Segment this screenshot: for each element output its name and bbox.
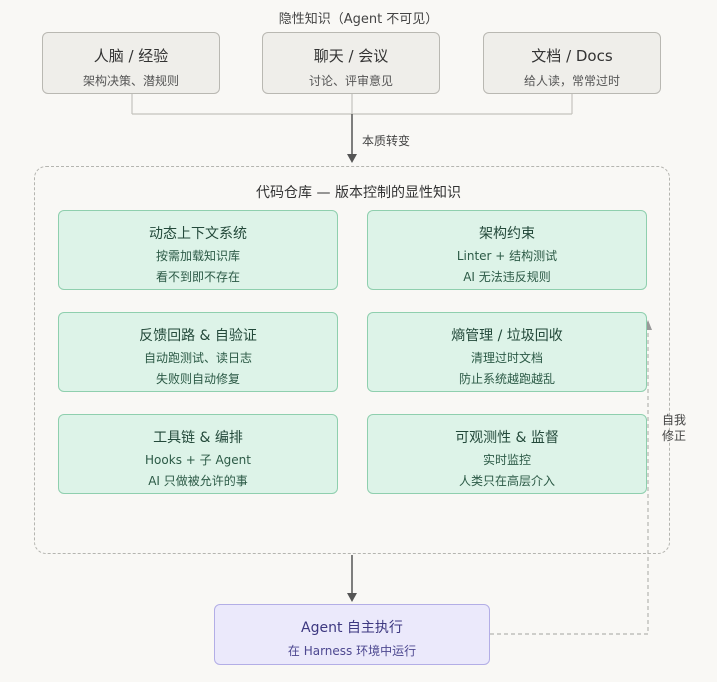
card-line: 人类只在高层介入 — [458, 474, 555, 488]
agent-box: Agent 自主执行 在 Harness 环境中运行 — [214, 604, 490, 665]
card-title: 反馈回路 & 自验证 — [139, 328, 257, 344]
feedback-line — [490, 326, 649, 635]
transition-label: 本质转变 — [362, 134, 411, 148]
source-box-chat: 聊天 / 会议 讨论、评审意见 — [262, 32, 440, 94]
card-line: AI 无法违反规则 — [463, 270, 551, 284]
source-subtitle: 架构决策、潜规则 — [82, 74, 179, 88]
repo-container — [34, 166, 670, 554]
card-line: Hooks + 子 Agent — [145, 453, 251, 467]
repo-title: 代码仓库 — 版本控制的显性知识 — [256, 185, 461, 201]
card-feedback-loop: 反馈回路 & 自验证 自动跑测试、读日志 失败则自动修复 — [58, 312, 338, 392]
tacit-knowledge-label: 隐性知识（Agent 不可见） — [278, 12, 439, 27]
self-correction-label: 自我修正 — [662, 413, 687, 443]
agent-title: Agent 自主执行 — [301, 620, 403, 636]
agent-subtitle: 在 Harness 环境中运行 — [287, 644, 417, 658]
card-line: 防止系统越跑越乱 — [458, 372, 555, 386]
card-line: 实时监控 — [482, 453, 531, 467]
arrow-head — [347, 593, 357, 602]
card-line: 自动跑测试、读日志 — [143, 351, 252, 365]
card-dynamic-context: 动态上下文系统 按需加载知识库 看不到即不存在 — [58, 210, 338, 290]
card-title: 架构约束 — [479, 226, 535, 242]
source-box-docs: 文档 / Docs 给人读，常常过时 — [483, 32, 661, 94]
card-toolchain: 工具链 & 编排 Hooks + 子 Agent AI 只做被允许的事 — [58, 414, 338, 494]
source-title: 聊天 / 会议 — [313, 47, 389, 65]
card-observability: 可观测性 & 监督 实时监控 人类只在高层介入 — [367, 414, 647, 494]
card-title: 动态上下文系统 — [149, 226, 247, 242]
card-title: 可观测性 & 监督 — [455, 430, 559, 446]
card-line: 失败则自动修复 — [155, 372, 240, 386]
card-title: 工具链 & 编排 — [153, 430, 243, 446]
source-title: 人脑 / 经验 — [93, 47, 169, 65]
card-entropy-management: 熵管理 / 垃圾回收 清理过时文档 防止系统越跑越乱 — [367, 312, 647, 392]
card-line: 看不到即不存在 — [155, 270, 240, 284]
card-line: AI 只做被允许的事 — [148, 474, 248, 488]
card-line: 按需加载知识库 — [155, 249, 240, 263]
source-title: 文档 / Docs — [531, 47, 613, 65]
card-line: 清理过时文档 — [470, 351, 543, 365]
card-title: 熵管理 / 垃圾回收 — [451, 328, 563, 344]
source-subtitle: 给人读，常常过时 — [523, 74, 620, 88]
card-architecture-constraints: 架构约束 Linter + 结构测试 AI 无法违反规则 — [367, 210, 647, 290]
source-box-brain: 人脑 / 经验 架构决策、潜规则 — [42, 32, 220, 94]
source-subtitle: 讨论、评审意见 — [308, 74, 393, 88]
arrow-head — [347, 154, 357, 163]
card-line: Linter + 结构测试 — [456, 249, 558, 263]
